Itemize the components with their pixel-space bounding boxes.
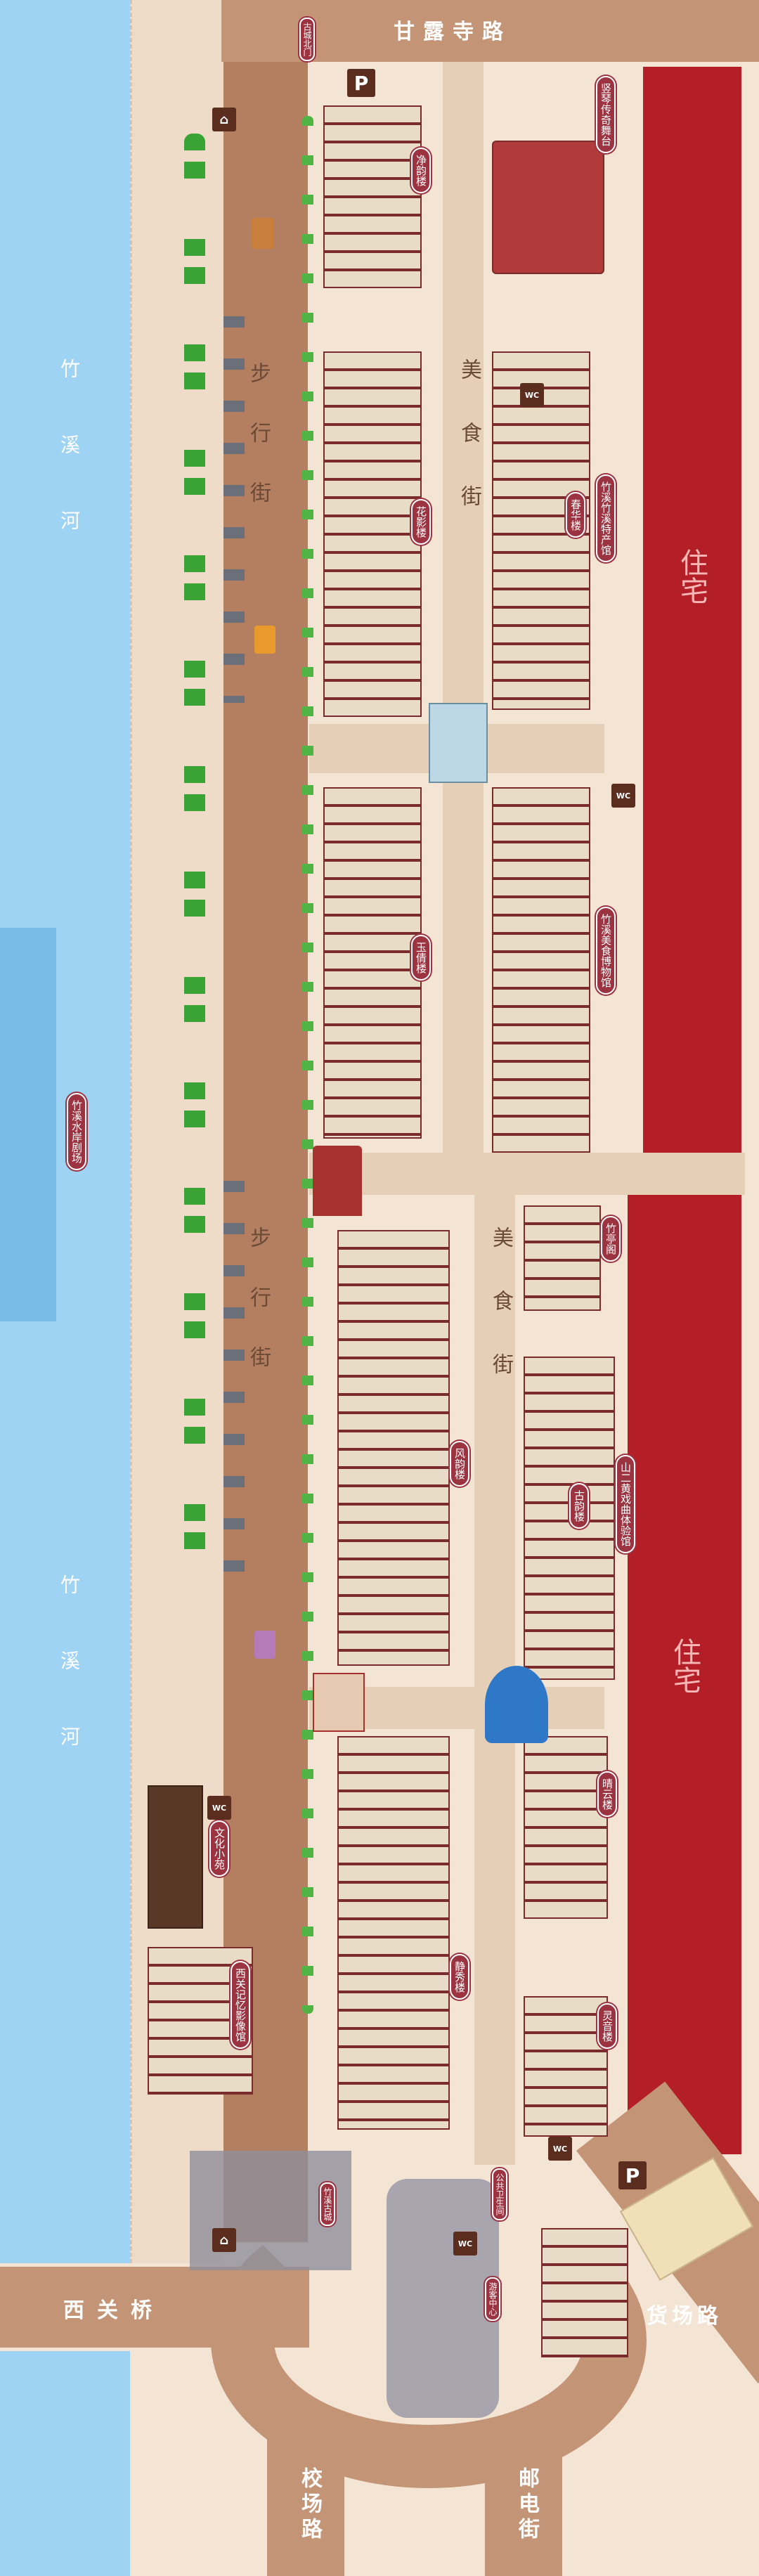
toilet-icon[interactable]: WC xyxy=(453,2232,477,2255)
pedestrian-street-label-2: 步行街 xyxy=(246,1226,271,1406)
toilet-icon[interactable]: WC xyxy=(520,383,544,407)
plaque-qingyun[interactable]: 晴云楼 xyxy=(597,1771,617,1817)
plaque-gate-sign[interactable]: 竹溪古城 xyxy=(320,2182,335,2226)
toilet-icon[interactable]: WC xyxy=(207,1796,231,1820)
plaque-youke[interactable]: 游客中心 xyxy=(485,2277,500,2321)
food-street-label-1: 美食街 xyxy=(457,358,481,548)
pavilion-icon[interactable]: ⌂ xyxy=(212,108,236,131)
visitor-center[interactable] xyxy=(541,2228,628,2357)
plaque-xidi[interactable]: 西关记忆影像馆 xyxy=(231,1961,250,2049)
vendor-stalls-1 xyxy=(223,316,245,703)
cross-lane-2 xyxy=(309,1153,745,1195)
river-lower xyxy=(0,2351,130,2576)
plaque-wenhua[interactable]: 文化小苑 xyxy=(209,1820,229,1877)
xiaochang-road-label: 校场路 xyxy=(297,2467,322,2543)
plaque-lingyin[interactable]: 灵音楼 xyxy=(597,2003,617,2049)
plaque-yuqian[interactable]: 玉倩楼 xyxy=(411,935,431,980)
plaque-chunhua[interactable]: 春华楼 xyxy=(566,492,585,538)
parking-icon[interactable]: P xyxy=(347,69,375,97)
building-fengyun[interactable] xyxy=(337,1230,450,1666)
plaque-zhuxi-special[interactable]: 竹溪竹溪特产馆 xyxy=(596,474,616,562)
plaque-shanerhuang[interactable]: 山二黄戏曲体验馆 xyxy=(616,1455,635,1553)
toilet-icon[interactable]: WC xyxy=(548,2137,572,2161)
vendor-stalls-2 xyxy=(223,1181,245,1574)
river-label-lower: 竹溪河 xyxy=(58,1574,81,1802)
riverside-theater[interactable] xyxy=(0,928,56,1321)
parking-icon[interactable]: P xyxy=(618,2161,647,2189)
plaque-huaying[interactable]: 花影楼 xyxy=(411,499,431,545)
building-yuqian[interactable] xyxy=(323,787,422,1139)
plaque-jingxiu[interactable]: 静秀楼 xyxy=(450,1954,469,2000)
memorial-arch[interactable] xyxy=(313,1673,365,1732)
food-street-label-2: 美食街 xyxy=(488,1226,513,1416)
kiosk-icon[interactable] xyxy=(254,1631,275,1659)
plaque-riverside[interactable]: 竹溪水岸剧场 xyxy=(67,1093,86,1170)
residential-zone-2 xyxy=(628,1195,741,2154)
city-gate-complex[interactable] xyxy=(387,2179,499,2418)
food-street-lane-1 xyxy=(443,56,484,1181)
residential-label-1: 住宅 xyxy=(675,548,708,604)
river-label-upper: 竹溪河 xyxy=(58,358,81,586)
south-gate-arch[interactable] xyxy=(313,1146,362,1216)
plaque-north-sign[interactable]: 古城北门 xyxy=(299,18,315,61)
kiosk-icon[interactable] xyxy=(254,626,275,654)
teshou-stage[interactable] xyxy=(492,141,604,274)
plaque-meishi-museum[interactable]: 竹溪美食博物馆 xyxy=(596,907,616,995)
building-huaying[interactable] xyxy=(323,351,422,717)
plaque-zhutingge[interactable]: 竹亭阁 xyxy=(601,1216,621,1262)
huochang-label-1: 货场路 xyxy=(647,2304,722,2329)
plaque-gu[interactable]: 古韵楼 xyxy=(569,1483,589,1529)
building-meishi-museum[interactable] xyxy=(492,787,590,1153)
building-jingyuan[interactable] xyxy=(323,105,422,288)
building-wenhua[interactable] xyxy=(148,1785,203,1929)
ganlu-road-label: 甘露寺路 xyxy=(394,20,512,44)
dragon-gate[interactable] xyxy=(485,1666,548,1743)
pavilion-icon[interactable]: ⌂ xyxy=(212,2228,236,2252)
kiosk-icon[interactable] xyxy=(252,218,274,249)
building-jingxiu[interactable] xyxy=(337,1736,450,2130)
plaque-jingyuan[interactable]: 净韵楼 xyxy=(411,148,431,193)
pedestrian-street-label-1: 步行街 xyxy=(246,362,271,541)
plaque-fengyun[interactable]: 风韵楼 xyxy=(450,1441,469,1487)
plaque-teshou[interactable]: 竖琴传奇舞台 xyxy=(596,76,616,153)
youdian-street xyxy=(485,2439,562,2576)
xiaochang-road xyxy=(267,2439,344,2576)
pavilion-gate[interactable] xyxy=(429,703,488,783)
plaque-toilet-sign[interactable]: 公共卫生间 xyxy=(492,2168,507,2220)
building-qingyun[interactable] xyxy=(524,1736,608,1919)
riverside-trees xyxy=(184,134,205,1610)
building-lingyin[interactable] xyxy=(524,1996,608,2137)
toilet-icon[interactable]: WC xyxy=(611,784,635,808)
street-trees xyxy=(302,116,313,2014)
xiguan-bridge-label: 西关桥 xyxy=(63,2298,164,2323)
youdian-street-label: 邮电街 xyxy=(514,2467,539,2543)
building-zhutingge[interactable] xyxy=(524,1205,601,1311)
residential-zone-1 xyxy=(643,67,741,1153)
residential-label-2: 住宅 xyxy=(668,1638,701,1694)
